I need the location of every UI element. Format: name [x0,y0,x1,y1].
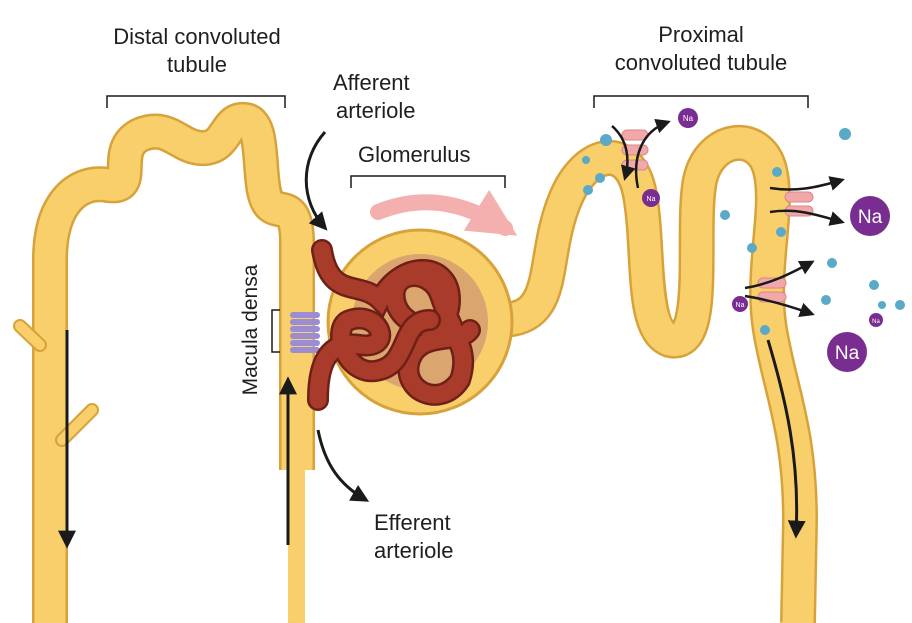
proximal-label-line2: convoluted tubule [615,50,787,75]
glomerulus-label: Glomerulus [358,142,470,167]
proximal-convoluted-tubule [500,143,800,623]
macula-densa-bracket [272,310,280,352]
sodium-ion-icon: Na [678,108,698,128]
svg-text:Na: Na [835,343,860,364]
svg-text:Na: Na [683,114,694,123]
efferent-label-line2: arteriole [374,538,453,563]
sodium-ion-icon: Na [642,189,660,207]
efferent-arrow [318,430,366,500]
svg-text:Na: Na [647,196,656,203]
sodium-ion-icon: Na [827,332,867,372]
distal-label-line2: tubule [167,52,227,77]
svg-text:Na: Na [858,207,883,228]
distal-label-line1: Distal convoluted [113,24,281,49]
svg-text:Na: Na [872,319,880,325]
efferent-label-line1: Efferent [374,510,451,535]
afferent-label-line2: arteriole [336,98,415,123]
sodium-ion-icon: Na [869,313,883,327]
filtration-flow-arrow [378,202,505,228]
svg-text:Na: Na [736,302,745,309]
proximal-bracket [594,96,808,108]
sodium-ion-icon: Na [732,296,748,312]
afferent-label-line1: Afferent [333,70,410,95]
sodium-ion-icon: Na [850,196,890,236]
macula-densa-label: Macula densa [239,264,262,395]
proximal-label-line1: Proximal [658,22,744,47]
glomerulus-bracket [351,176,505,188]
distal-convoluted-tubule [20,120,317,623]
